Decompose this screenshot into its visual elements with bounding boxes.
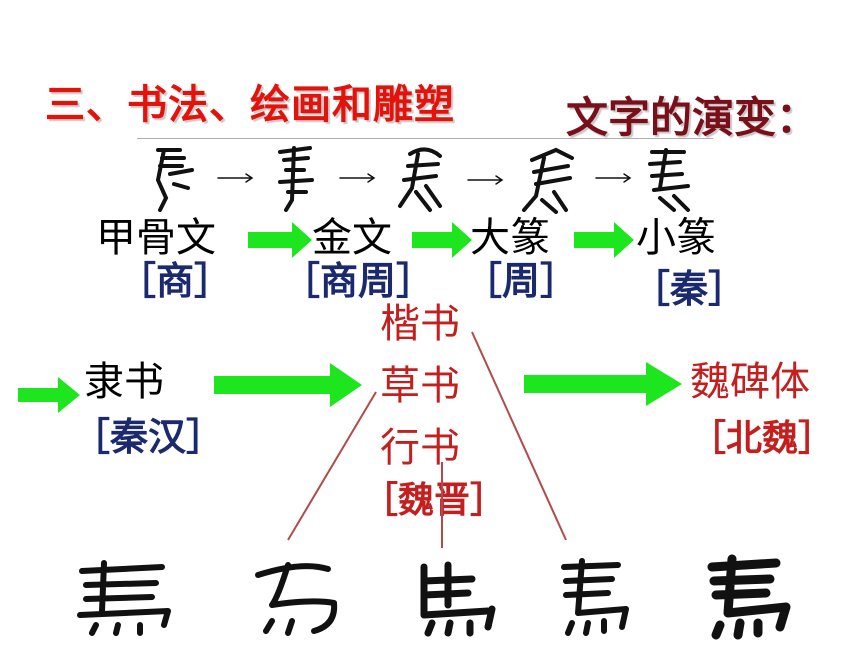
- small-seal-horse-glyph: [648, 148, 690, 212]
- sub-heading: 文字的演变：: [566, 93, 819, 142]
- arrow-icon: [574, 222, 634, 258]
- era-shang-zhou: ［商周］: [282, 259, 435, 303]
- large-seal-horse-glyph-2: [522, 147, 574, 214]
- script-regular: 楷书: [380, 301, 460, 347]
- ancient-glyph-strip: [155, 146, 690, 214]
- script-wei-stele: 魏碑体: [690, 359, 810, 405]
- arrow-icon: [18, 377, 80, 413]
- era-zhou: ［周］: [464, 259, 579, 303]
- small-arrow-icon: [217, 173, 254, 183]
- era-shang: ［商］: [118, 259, 233, 303]
- stage-bronze: 金文: [312, 215, 392, 261]
- stage-small-seal: 小篆: [636, 215, 716, 261]
- cursive-horse-glyph: [255, 562, 338, 636]
- era-wei-jin: ［魏晋］: [362, 479, 507, 521]
- era-qin-han: ［秦汉］: [72, 415, 225, 459]
- section-heading: 三、书法、绘画和雕塑: [45, 82, 455, 128]
- running-horse-glyph: [561, 558, 629, 636]
- regular-horse-glyph: [420, 561, 496, 637]
- arrow-icon: [214, 363, 362, 407]
- oracle-bone-horse-glyph: [155, 148, 194, 212]
- stage-clerical: 隶书: [84, 359, 164, 405]
- era-qin: ［秦］: [632, 267, 747, 311]
- divider: [137, 138, 713, 139]
- stage-large-seal: 大篆: [470, 215, 550, 261]
- bronze-horse-glyph: [278, 146, 314, 212]
- large-seal-horse-glyph: [398, 147, 442, 212]
- wei-stele-horse-glyph: [707, 554, 791, 640]
- arrow-icon: [412, 222, 472, 258]
- script-running: 行书: [380, 425, 460, 471]
- small-arrow-icon: [595, 173, 632, 183]
- arrow-icon: [524, 362, 682, 406]
- arrow-icon: [248, 222, 312, 258]
- small-arrow-icon: [467, 175, 504, 185]
- horse-character-strip: [77, 554, 791, 640]
- script-cursive: 草书: [380, 363, 460, 409]
- clerical-horse-glyph: [77, 560, 171, 636]
- stage-oracle-bone: 甲骨文: [96, 215, 216, 261]
- era-northern-wei: ［北魏］: [690, 417, 835, 459]
- small-arrow-icon: [339, 173, 376, 183]
